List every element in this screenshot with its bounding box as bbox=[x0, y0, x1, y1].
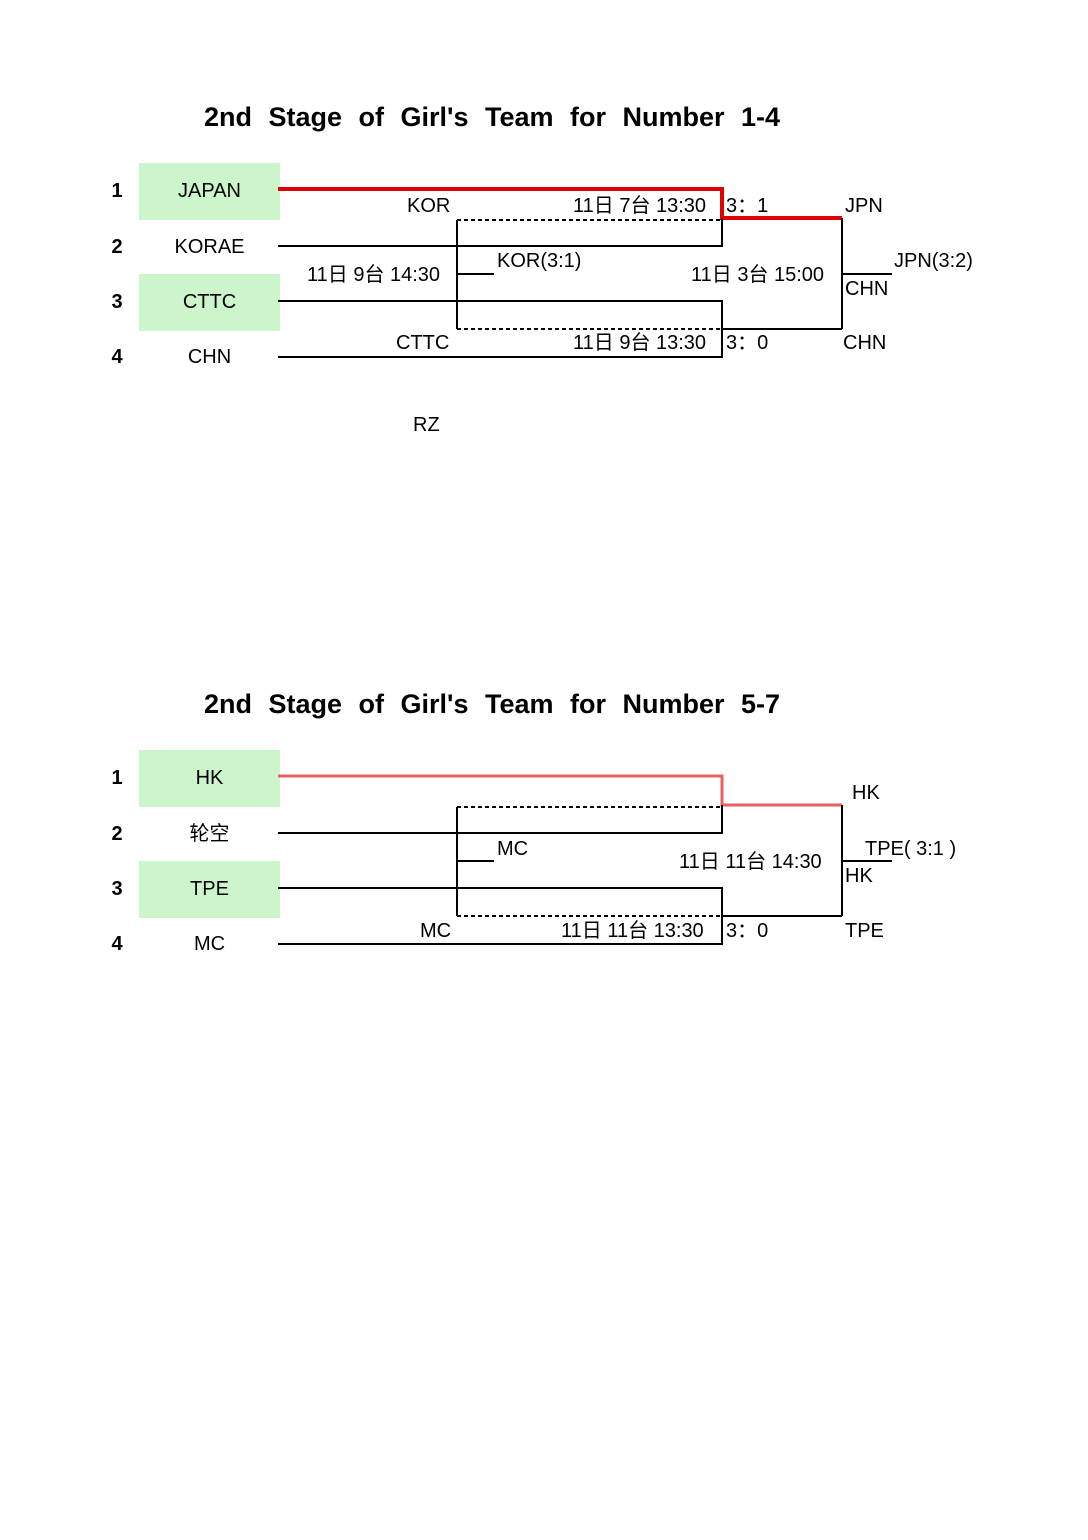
team-cell: TPE bbox=[139, 861, 280, 918]
team-cell: CTTC bbox=[139, 274, 280, 331]
winner-path-line bbox=[278, 187, 842, 220]
final-bottom-team: CHN bbox=[843, 332, 887, 354]
semi-bottom-time: 11日 9台 13:30 bbox=[573, 332, 707, 354]
final-time: 11日 11台 14:30 bbox=[679, 851, 822, 873]
winner-path-line bbox=[278, 774, 842, 807]
seed-number: 1 bbox=[111, 180, 123, 202]
final-time: 11日 3台 15:00 bbox=[691, 264, 825, 286]
semi-top-score: 3：1 bbox=[726, 195, 769, 217]
footer-note: RZ bbox=[413, 414, 440, 436]
consolation-result: MC bbox=[497, 838, 529, 860]
consolation-result: KOR(3:1) bbox=[497, 250, 582, 272]
bracket-1-4: 2nd Stage of Girl's Team for Number 1-4 … bbox=[0, 0, 1088, 436]
bracket-line bbox=[278, 218, 723, 247]
bracket-title: 2nd Stage of Girl's Team for Number 1-4 bbox=[204, 102, 781, 132]
team-cell: CHN bbox=[187, 346, 232, 368]
final-bottom-label: HK bbox=[845, 865, 873, 887]
seed-number: 4 bbox=[111, 933, 123, 955]
semi-bottom-winner: MC bbox=[420, 920, 452, 942]
semi-bottom-time: 11日 11台 13:30 bbox=[561, 920, 704, 942]
seed-number: 2 bbox=[111, 823, 123, 845]
team-cell: JAPAN bbox=[139, 163, 280, 220]
semi-bottom-score: 3：0 bbox=[726, 920, 769, 942]
semi-bottom-winner: CTTC bbox=[396, 332, 450, 354]
seed-number: 2 bbox=[111, 236, 123, 258]
team-cell: HK bbox=[139, 750, 280, 807]
semi-top-winner: KOR bbox=[407, 195, 451, 217]
final-top-team: JPN bbox=[845, 195, 883, 217]
final-bottom-label: CHN bbox=[845, 278, 889, 300]
bracket-line bbox=[278, 300, 842, 330]
bracket-line bbox=[278, 887, 842, 917]
seed-number: 3 bbox=[111, 291, 123, 313]
final-top-team: HK bbox=[852, 782, 880, 804]
bracket-line bbox=[278, 805, 723, 834]
team-cell: 轮空 bbox=[189, 823, 230, 845]
team-cell: KORAE bbox=[174, 236, 245, 258]
bracket-line bbox=[278, 329, 723, 358]
semi-bottom-score: 3：0 bbox=[726, 332, 769, 354]
seed-number: 3 bbox=[111, 878, 123, 900]
bracket-lines bbox=[278, 774, 892, 945]
final-result: JPN(3:2) bbox=[894, 250, 973, 272]
seed-number: 1 bbox=[111, 767, 123, 789]
seed-number: 4 bbox=[111, 346, 123, 368]
bracket-line bbox=[278, 916, 723, 945]
bracket-lines bbox=[278, 187, 892, 358]
bracket-title: 2nd Stage of Girl's Team for Number 5-7 bbox=[204, 689, 781, 719]
bracket-5-7: 2nd Stage of Girl's Team for Number 5-7 … bbox=[0, 587, 1088, 987]
final-bottom-team: TPE bbox=[845, 920, 884, 942]
consolation-time: 11日 9台 14:30 bbox=[307, 264, 441, 286]
semi-top-time: 11日 7台 13:30 bbox=[573, 195, 707, 217]
team-cell: MC bbox=[193, 933, 226, 955]
final-result: TPE( 3:1 ) bbox=[865, 838, 957, 860]
